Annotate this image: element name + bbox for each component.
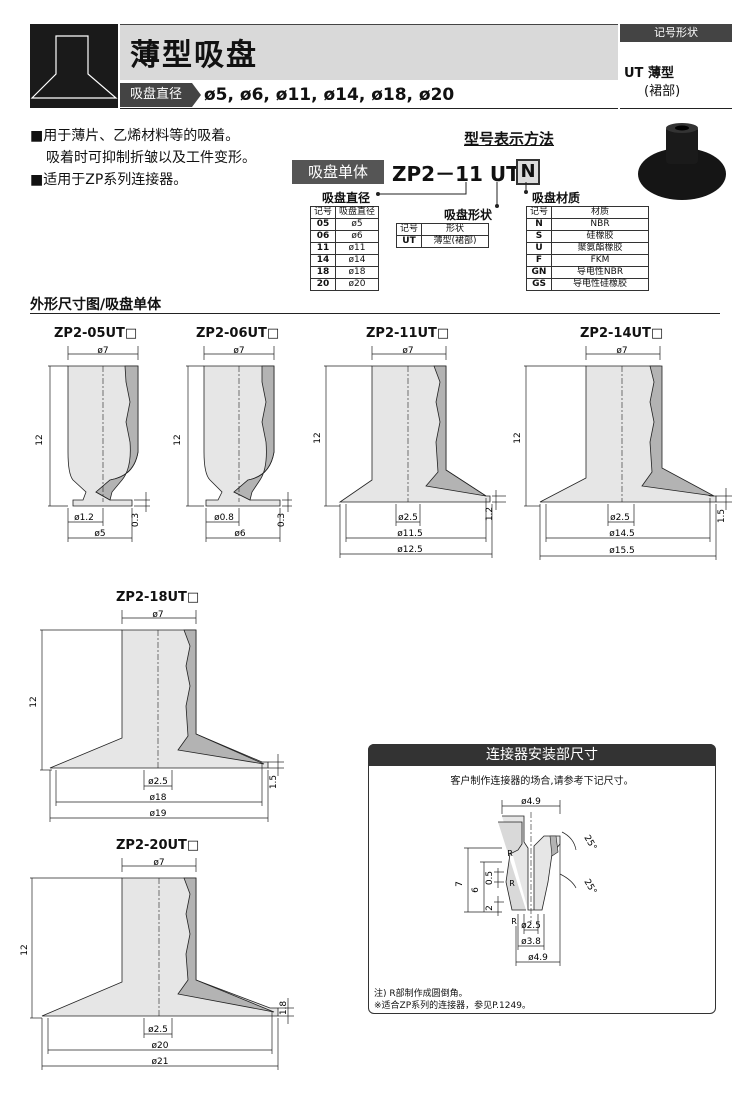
feature-line: 吸着时可抑制折皱以及工件变形。 [46,150,256,166]
drawing-title: ZP2-06UT□ [196,326,280,341]
arrow-right-icon [192,83,201,107]
drawing-zp2-06: ø7 12 ø0.8 ø6 0.3 [173,346,292,542]
dim-height: 12 [20,944,30,955]
dim-c: ø19 [150,809,167,819]
product-icon [30,24,118,108]
dim-t: 0.3 [131,513,141,527]
model-code: ZP2－11 UT [392,162,520,186]
dim-t: 1.8 [279,1001,289,1016]
connector-note-1: 注) R部制作成圆倒角。 [374,989,468,999]
suction-cup-icon [30,35,118,99]
dim-height: 12 [313,432,323,443]
material-code-box: N [516,159,540,185]
dim-t: 1.2 [485,507,495,521]
dim-b: ø18 [150,793,167,803]
r-mark: R [507,849,513,858]
drawing-title: ZP2-20UT□ [116,838,200,853]
connector-heading: 连接器安装部尺寸 [368,744,716,766]
dim-top: ø7 [233,346,244,356]
model-heading: 型号表示方法 [464,130,555,148]
dim-height: 12 [173,434,183,445]
suction-cup-photo [638,123,726,200]
dim-top: ø7 [97,346,108,356]
drawing-title: ZP2-05UT□ [54,326,138,341]
connector-drawing: ø4.9 25° 25° 7 6 0.5 2 R R R ø2.5 ø3.8 ø… [455,797,598,966]
dia-label: 吸盘直径 [322,191,371,205]
drawing-title: ZP2-18UT□ [116,590,200,605]
diameter-label: 吸盘直径 [120,83,192,107]
dim-d1: ø2.5 [521,921,541,931]
dim-a: ø0.8 [214,513,234,523]
dim-t: 0.3 [277,513,287,527]
unit-label: 吸盘单体 [292,160,384,184]
dim-height: 12 [513,432,523,443]
angle-2: 25° [581,878,598,897]
dim-d2: ø3.8 [521,937,541,947]
page-title: 薄型吸盘 [130,38,258,73]
mat-label: 吸盘材质 [532,191,581,205]
dim-b: ø14.5 [609,529,635,539]
connector-note-2: ※适合ZP系列的连接器，参见P.1249。 [374,1001,531,1011]
dim-a: ø2.5 [148,1025,168,1035]
dim-top: ø7 [402,346,413,356]
dim-t: 1.5 [717,509,727,523]
divider [30,313,720,314]
drawing-zp2-05: ø7 12 ø1.2 ø5 0.3 [35,346,150,542]
shape-box [620,42,732,109]
r-mark: R [511,917,517,926]
dim-top: ø7 [616,346,627,356]
drawing-title: ZP2-14UT□ [580,326,664,341]
code-leader-lines [376,182,528,208]
dim-c: ø15.5 [609,546,635,556]
dim-7: 7 [455,881,465,887]
dim-t: 1.5 [269,775,279,789]
dim-b: ø11.5 [397,529,423,539]
angle-1: 25° [581,834,598,853]
dim-b: ø5 [94,529,105,539]
drawing-zp2-18: ø7 12 ø2.5 ø18 ø19 1.5 [29,610,284,822]
dim-top: ø7 [152,610,163,620]
dim-a: ø1.2 [74,513,94,523]
r-mark: R [509,879,515,888]
dim-height: 12 [29,696,39,707]
drawing-title: ZP2-11UT□ [366,326,450,341]
drawing-zp2-14: ø7 12 ø2.5 ø14.5 ø15.5 1.5 [513,346,732,560]
drawing-zp2-20: ø7 12 ø2.5 ø20 ø21 1.8 [20,858,294,1070]
dim-top: ø7 [153,858,164,868]
dim-d3: ø4.9 [528,953,548,963]
dim-b: ø20 [152,1041,169,1051]
shape-label: 吸盘形状 [444,208,493,222]
dim-top: ø4.9 [521,797,541,807]
shape-code: UT 薄型 [624,66,674,81]
dims-heading: 外形尺寸图/吸盘单体 [30,297,162,313]
shape-code-note: (裙部) [644,84,681,99]
feature-line: ■适用于ZP系列连接器。 [30,172,188,188]
feature-line: ■用于薄片、乙烯材料等的吸着。 [30,128,240,144]
title-bar [120,24,618,81]
dim-05: 0.5 [485,871,495,885]
dim-c: ø12.5 [397,545,423,555]
dim-c: ø21 [152,1057,169,1067]
dim-6: 6 [471,887,481,893]
shape-tag: 记号形状 [620,24,732,42]
dim-a: ø2.5 [148,777,168,787]
connector-note: 客户制作连接器的场合,请参考下记尺寸。 [450,776,634,787]
dim-a: ø2.5 [398,513,418,523]
dim-a: ø2.5 [610,513,630,523]
dim-2: 2 [485,905,495,911]
drawing-zp2-11: ø7 12 ø2.5 ø11.5 ø12.5 1.2 [313,346,506,558]
diameter-values: ø5, ø6, ø11, ø14, ø18, ø20 [204,85,455,105]
subtitle-bar [120,80,618,109]
dim-height: 12 [35,434,45,445]
dim-b: ø6 [234,529,246,539]
